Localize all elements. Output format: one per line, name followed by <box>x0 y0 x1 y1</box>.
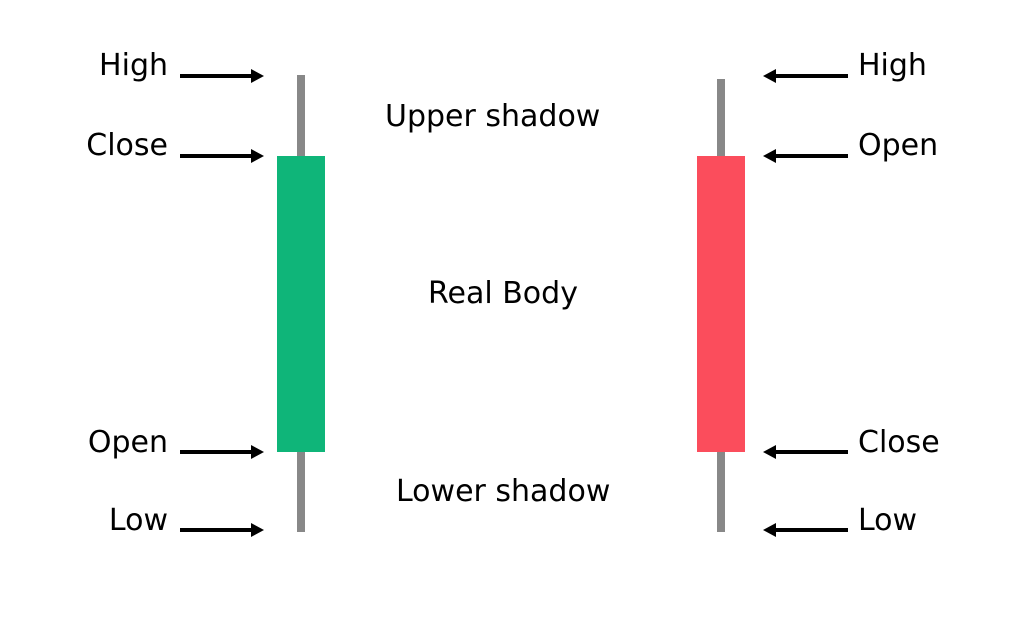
bearish-low-arrow-icon <box>763 523 848 537</box>
bullish-high-arrow-icon <box>180 69 264 83</box>
bullish-candle-body <box>277 156 325 452</box>
lower-shadow-label: Lower shadow <box>396 474 611 509</box>
bullish-open-label: Open <box>87 425 168 460</box>
bullish-low-label: Low <box>108 503 168 538</box>
bearish-close-label: Close <box>858 425 940 460</box>
bullish-close-label: Close <box>86 128 168 163</box>
bearish-high-label: High <box>858 48 927 83</box>
bullish-low-arrow-icon <box>180 523 264 537</box>
upper-shadow-label: Upper shadow <box>385 99 601 134</box>
bearish-open-arrow-icon <box>763 149 848 163</box>
bearish-open-label: Open <box>858 128 939 163</box>
bearish-high-arrow-icon <box>763 69 848 83</box>
bearish-candle-body <box>697 156 745 452</box>
bullish-high-label: High <box>99 48 168 83</box>
bullish-close-arrow-icon <box>180 149 264 163</box>
bullish-open-arrow-icon <box>180 445 264 459</box>
bearish-low-label: Low <box>858 503 918 538</box>
bearish-close-arrow-icon <box>763 445 848 459</box>
real-body-label: Real Body <box>428 276 578 311</box>
